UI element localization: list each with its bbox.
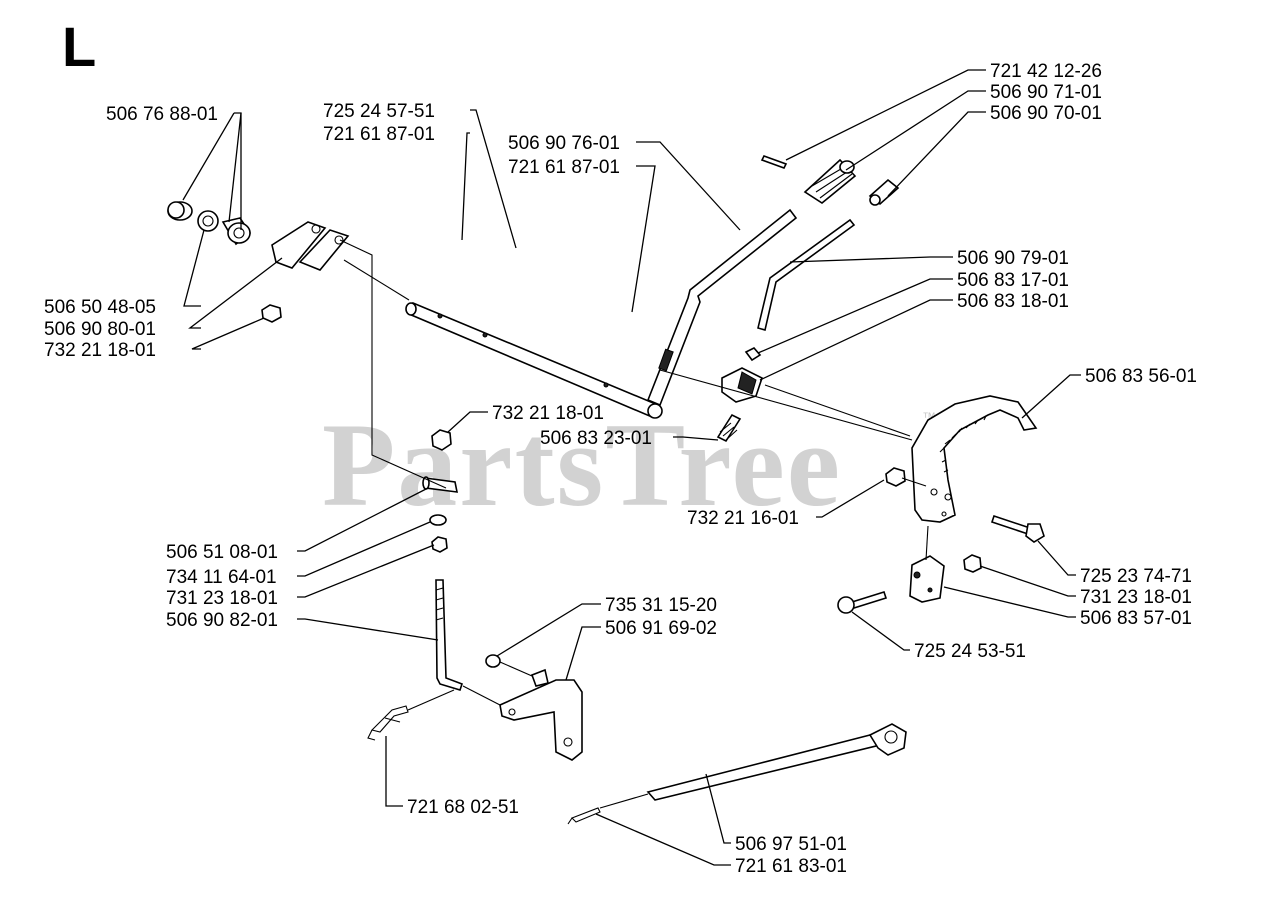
clamp-block-part[interactable] bbox=[909, 555, 945, 603]
callout-506-91-69-02[interactable]: 506 91 69-02 bbox=[605, 618, 717, 639]
callout-734-11-64-01[interactable]: 734 11 64-01 bbox=[166, 567, 277, 588]
leader-lines bbox=[182, 69, 1081, 866]
callout-506-83-56-01[interactable]: 506 83 56-01 bbox=[1085, 366, 1197, 387]
callout-732-21-18-01-b[interactable]: 732 21 18-01 bbox=[492, 403, 604, 424]
nut-clamp-part[interactable] bbox=[963, 554, 982, 573]
callout-506-83-18-01[interactable]: 506 83 18-01 bbox=[957, 291, 1069, 312]
callout-506-90-80-01[interactable]: 506 90 80-01 bbox=[44, 319, 156, 340]
callout-506-51-08-01[interactable]: 506 51 08-01 bbox=[166, 542, 278, 563]
clevis-bracket-part[interactable] bbox=[271, 221, 350, 271]
pin-top-part[interactable] bbox=[760, 155, 788, 169]
callout-731-23-18-01-a[interactable]: 731 23 18-01 bbox=[166, 588, 278, 609]
callout-721-61-87-01-b[interactable]: 721 61 87-01 bbox=[508, 157, 620, 178]
callout-721-61-87-01-a[interactable]: 721 61 87-01 bbox=[323, 124, 435, 145]
callout-725-23-74-71[interactable]: 725 23 74-71 bbox=[1080, 566, 1192, 587]
hairpin-clip-part[interactable] bbox=[367, 705, 409, 741]
callout-506-90-82-01[interactable]: 506 90 82-01 bbox=[166, 610, 278, 631]
bolt-gear-part[interactable] bbox=[990, 514, 1045, 543]
callout-506-83-23-01[interactable]: 506 83 23-01 bbox=[540, 428, 652, 449]
shift-lever-part[interactable] bbox=[646, 208, 798, 407]
spring-part[interactable] bbox=[716, 413, 742, 443]
callout-506-97-51-01[interactable]: 506 97 51-01 bbox=[735, 834, 847, 855]
callout-725-24-57-51[interactable]: 725 24 57-51 bbox=[323, 101, 435, 122]
washer-arm-part[interactable] bbox=[485, 654, 501, 668]
callout-506-50-48-05[interactable]: 506 50 48-05 bbox=[44, 297, 156, 318]
knob-part[interactable] bbox=[803, 158, 857, 204]
callout-506-90-76-01[interactable]: 506 90 76-01 bbox=[508, 133, 620, 154]
bushing-set-part[interactable] bbox=[167, 201, 252, 246]
callout-506-90-70-01[interactable]: 506 90 70-01 bbox=[990, 103, 1102, 124]
callout-732-21-16-01[interactable]: 732 21 16-01 bbox=[687, 508, 799, 529]
washer-center-part[interactable] bbox=[429, 514, 447, 526]
hex-nut-left-part[interactable] bbox=[261, 304, 282, 323]
connecting-rod-part[interactable] bbox=[646, 723, 907, 801]
bolt-clamp-part[interactable] bbox=[837, 591, 888, 614]
callout-721-42-12-26[interactable]: 721 42 12-26 bbox=[990, 61, 1102, 82]
inner-rod-part[interactable] bbox=[757, 218, 856, 332]
callout-506-76-88-01[interactable]: 506 76 88-01 bbox=[106, 104, 218, 125]
collar-part[interactable] bbox=[868, 178, 900, 206]
callout-735-31-15-20[interactable]: 735 31 15-20 bbox=[605, 595, 717, 616]
cotter-pin-bottom-part[interactable] bbox=[567, 807, 601, 825]
shift-rod-part[interactable] bbox=[435, 579, 464, 691]
nut-lower-part[interactable] bbox=[431, 536, 448, 553]
callout-506-83-57-01[interactable]: 506 83 57-01 bbox=[1080, 608, 1192, 629]
nut-center-part[interactable] bbox=[431, 429, 452, 451]
shift-shaft-part[interactable] bbox=[405, 301, 663, 419]
parts bbox=[167, 155, 1045, 825]
callout-721-61-83-01[interactable]: 721 61 83-01 bbox=[735, 856, 847, 877]
hex-nut-gear-part[interactable] bbox=[885, 467, 906, 487]
callout-506-83-17-01[interactable]: 506 83 17-01 bbox=[957, 270, 1069, 291]
latch-block-part[interactable] bbox=[721, 367, 763, 403]
callout-labels: 506 76 88-01 725 24 57-51 721 61 87-01 5… bbox=[44, 61, 1197, 877]
callout-732-21-18-01-a[interactable]: 732 21 18-01 bbox=[44, 340, 156, 361]
callout-731-23-18-01-b[interactable]: 731 23 18-01 bbox=[1080, 587, 1192, 608]
callout-506-90-71-01[interactable]: 506 90 71-01 bbox=[990, 82, 1102, 103]
callout-721-68-02-51[interactable]: 721 68 02-51 bbox=[407, 797, 519, 818]
section-letter: L bbox=[62, 15, 96, 78]
segment-gear-part[interactable] bbox=[911, 395, 1038, 523]
watermark: PartsTree bbox=[322, 398, 842, 531]
callout-725-24-53-51[interactable]: 725 24 53-51 bbox=[914, 641, 1026, 662]
callout-506-90-79-01[interactable]: 506 90 79-01 bbox=[957, 248, 1069, 269]
shift-arm-part[interactable] bbox=[499, 668, 583, 761]
small-block-part[interactable] bbox=[744, 347, 762, 362]
